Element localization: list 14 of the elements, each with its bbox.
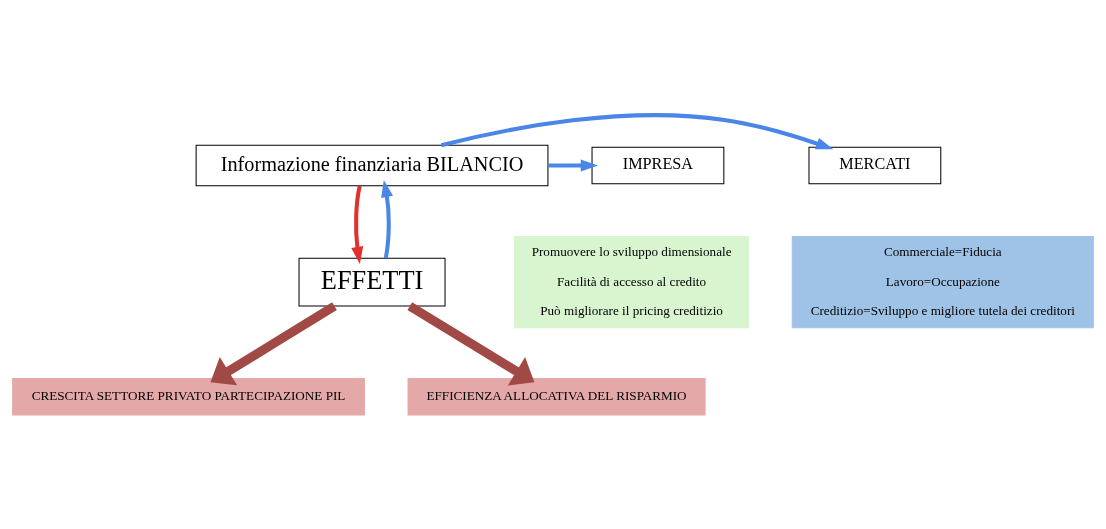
node-box: EFFETTI (298, 257, 446, 306)
arrow (548, 159, 599, 172)
node-box: MERCATI (808, 146, 942, 184)
node-box: Promuovere lo sviluppo dimensionale Facilità di accesso al credito Può migliorare il pricing creditizio (513, 235, 750, 328)
node-box: IMPRESA (591, 146, 725, 184)
node-box: EFFICIENZA ALLOCATIVA DEL RISPARMIO (407, 377, 706, 415)
arrow (440, 112, 834, 149)
arrow (407, 301, 535, 385)
node-box: Commerciale=Fiducia Lavoro=Occupazione Creditizio=Sviluppo e migliore tutela dei creditori (791, 235, 1094, 328)
arrow (351, 185, 364, 264)
node-box: Informazione finanziaria BILANCIO (195, 144, 549, 186)
node-box: CRESCITA SETTORE PRIVATO PARTECIPAZIONE PIL (12, 377, 365, 415)
arrow (210, 301, 337, 385)
arrow (381, 179, 394, 258)
